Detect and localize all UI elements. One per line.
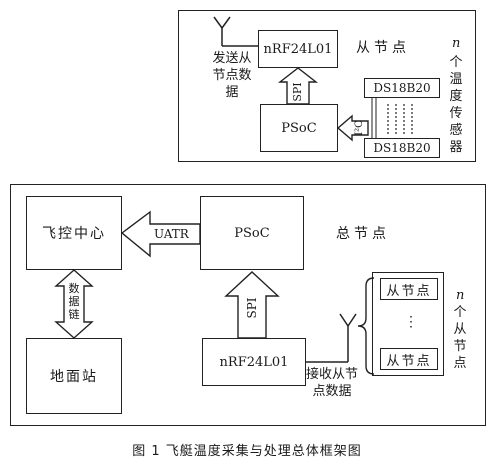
slave-node-frame — [178, 10, 476, 162]
top-nrf24l01-box: nRF24L01 — [258, 30, 338, 68]
bottom-psoc-label: PSoC — [234, 225, 270, 241]
master-node-title: 总节点 — [336, 226, 390, 242]
slave-node-title: 从节点 — [356, 40, 410, 56]
data-link-label: 数据链 — [68, 282, 80, 321]
figure-caption: 图 1 飞艇温度采集与处理总体框架图 — [132, 444, 362, 459]
slave-dots: ⋮ — [404, 314, 418, 330]
sensor-top-box: DS18B20 — [364, 78, 440, 98]
slave-nodes-group — [372, 272, 444, 376]
send-slave-data-label: 发送从节点数据 — [212, 51, 252, 100]
sensor-top-label: DS18B20 — [373, 81, 431, 95]
top-n-label: n — [452, 36, 461, 51]
slave-node-label-1: 从节点 — [386, 283, 432, 299]
receive-slave-data-label: 接收从节点数据 — [305, 367, 358, 399]
master-node-frame — [10, 184, 486, 426]
slave-node-box-1: 从节点 — [380, 278, 438, 300]
slave-count-text: 个从节点 — [453, 305, 467, 371]
top-psoc-box: PSoC — [260, 104, 338, 152]
bottom-psoc-box: PSoC — [200, 196, 304, 270]
slave-node-box-2: 从节点 — [380, 348, 438, 370]
bottom-nrf24l01-label: nRF24L01 — [219, 354, 289, 370]
sensor-bottom-box: DS18B20 — [364, 138, 440, 158]
sensor-count-text: 个温度传感器 — [449, 55, 463, 155]
bottom-nrf24l01-box: nRF24L01 — [202, 338, 306, 386]
top-psoc-label: PSoC — [281, 120, 317, 136]
flight-control-label: 飞控中心 — [42, 226, 106, 242]
flight-control-box: 飞控中心 — [26, 196, 122, 270]
uatr-label: UATR — [154, 227, 189, 241]
slave-node-label-2: 从节点 — [386, 353, 432, 369]
ground-station-label: 地面站 — [50, 369, 98, 385]
top-nrf24l01-label: nRF24L01 — [263, 41, 333, 57]
bottom-n-label: n — [456, 288, 465, 303]
ground-station-box: 地面站 — [26, 338, 122, 414]
sensor-bottom-label: DS18B20 — [373, 141, 431, 155]
